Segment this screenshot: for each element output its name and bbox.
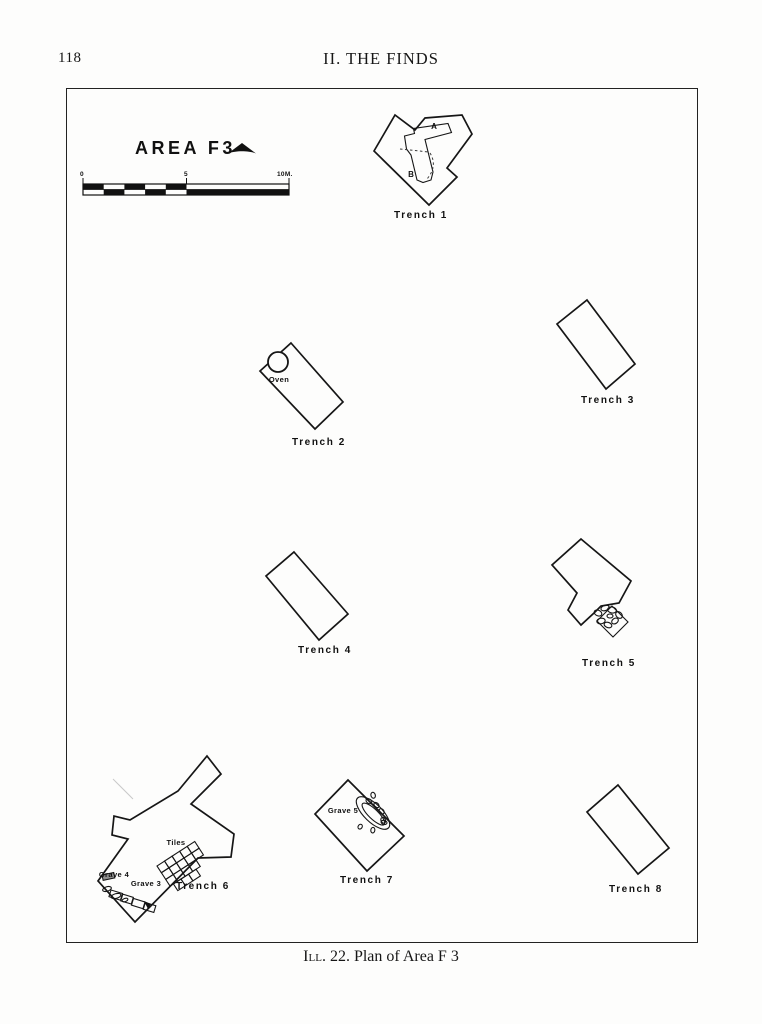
trench-6-outline xyxy=(96,754,235,924)
trench-1: A B Trench 1 xyxy=(372,113,473,221)
trench-5-annex xyxy=(596,605,629,638)
trench-7-label: Trench 7 xyxy=(340,875,394,886)
scale-bar: 0 5 10M. xyxy=(80,171,293,196)
trench-4-outline xyxy=(264,550,350,642)
trench-1-dashed-wall xyxy=(399,148,430,153)
scale-tick-10m: 10M. xyxy=(277,171,293,178)
trench-7: Grave 5 Trench 7 xyxy=(313,778,406,886)
plan-svg: AREA F3 0 5 10M. xyxy=(80,113,671,924)
caption-prefix: Ill. xyxy=(303,948,326,965)
grave-5-label: Grave 5 xyxy=(328,806,358,815)
trench-1-outline xyxy=(372,113,473,207)
trench-6-label: Trench 6 xyxy=(176,881,230,892)
trench-3: Trench 3 xyxy=(555,298,637,406)
trench-1-building xyxy=(403,122,453,184)
oven-label: Oven xyxy=(269,375,289,384)
grave-5-outline xyxy=(355,791,391,834)
trench-6-stones xyxy=(102,885,129,903)
room-b-label: B xyxy=(408,170,414,179)
trench-4-label: Trench 4 xyxy=(298,645,352,656)
trench-6: Tiles Grave 4 Grave 3 Trench 6 xyxy=(96,754,235,924)
trench-2: Oven Trench 2 xyxy=(258,341,346,448)
trench-7-outline xyxy=(313,778,406,873)
trench-5-outline xyxy=(550,537,633,627)
caption: Ill. 22. Plan of Area F 3 xyxy=(0,948,762,966)
tiles-label: Tiles xyxy=(167,838,186,847)
trench-8-label: Trench 8 xyxy=(609,884,663,895)
grave-3-label: Grave 3 xyxy=(131,879,161,888)
trench-5-stones xyxy=(593,604,623,629)
scan-artifact-line xyxy=(112,778,134,800)
trench-8-outline xyxy=(585,783,671,876)
page-number: 118 xyxy=(58,50,82,66)
grave-4-label: Grave 4 xyxy=(99,870,130,879)
trench-5-label: Trench 5 xyxy=(582,658,636,669)
trench-1-label: Trench 1 xyxy=(394,210,448,221)
tiles-grid xyxy=(156,840,205,892)
running-header: II. THE FINDS xyxy=(323,49,439,68)
trench-8: Trench 8 xyxy=(585,783,671,895)
room-a-label: A xyxy=(431,122,437,131)
trench-2-label: Trench 2 xyxy=(292,437,346,448)
area-title: AREA F3 xyxy=(135,138,236,158)
trench-6-edge-mark xyxy=(144,901,151,909)
north-arrow-icon xyxy=(228,143,256,154)
scale-tick-5: 5 xyxy=(184,171,188,178)
scale-tick-0: 0 xyxy=(80,171,84,178)
plan-frame: AREA F3 0 5 10M. xyxy=(66,88,698,943)
trench-4: Trench 4 xyxy=(264,550,352,656)
trench-1-dashed-curve xyxy=(426,152,434,180)
grave-4-marker xyxy=(101,871,116,881)
trench-3-label: Trench 3 xyxy=(581,395,635,406)
trench-5: Trench 5 xyxy=(550,537,636,669)
trench-3-outline xyxy=(555,298,637,391)
caption-text: 22. Plan of Area F 3 xyxy=(329,948,459,965)
oven-circle xyxy=(267,351,289,373)
